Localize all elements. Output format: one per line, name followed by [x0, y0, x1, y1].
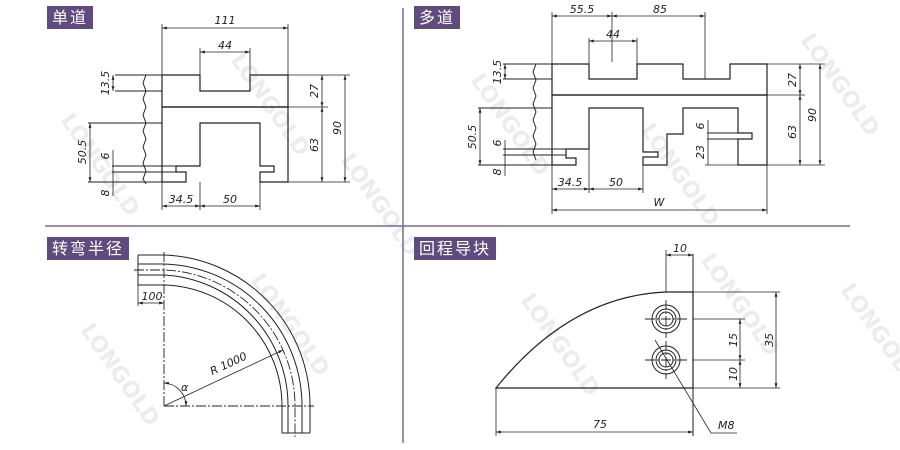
- dimension-label: 27: [308, 84, 321, 98]
- dimension-label: 44: [606, 28, 620, 41]
- dimension-label: 34.5: [169, 193, 194, 206]
- multi-track-profile: 55.5 85 44 27 63 90 13.5 50.5 6 8 6 23 3…: [466, 3, 825, 214]
- dimension-label: 50: [609, 176, 623, 189]
- dimension-label: LONGOLD: [335, 149, 424, 261]
- dimension-label: LONGOLD: [225, 49, 314, 161]
- mounting-hole: [645, 341, 687, 379]
- dimension-label: 100: [142, 290, 163, 303]
- dimension-label: 63: [308, 138, 321, 152]
- dimension-label: 35: [763, 333, 776, 347]
- dimension-label: 13.5: [491, 60, 504, 85]
- section-title-multi-track: 多道: [414, 6, 461, 29]
- dimension-label: 10: [673, 242, 687, 255]
- dimension-label: LONGOLD: [75, 319, 164, 431]
- section-title-single-track: 单道: [47, 6, 94, 29]
- dimension-label: 8: [491, 169, 504, 176]
- dimension-label: 27: [786, 73, 799, 87]
- return-guide-block-drawing: 10 15 10 35 75 M8: [494, 242, 780, 436]
- dimension-label: 13.5: [99, 71, 112, 96]
- dimension-label: LONGOLD: [515, 289, 604, 401]
- dim-44: 44: [218, 39, 232, 52]
- dimension-label: 50.5: [466, 125, 479, 150]
- mounting-hole: [645, 300, 687, 338]
- dimension-label: LONGOLD: [55, 109, 144, 221]
- dimension-label: 85: [653, 3, 667, 16]
- dimension-label: 23: [694, 145, 707, 159]
- radius-label: R 1000: [208, 350, 249, 378]
- dimension-label: 15: [727, 333, 740, 347]
- dimension-label: 6: [99, 153, 112, 160]
- watermark: LONGOLD LONGOLD LONGOLD LONGOLD LONGOLD …: [55, 29, 900, 431]
- dimension-label: 6: [694, 123, 707, 130]
- dim-111: 111: [215, 14, 236, 27]
- dimension-label: 6: [491, 140, 504, 147]
- thread-label: M8: [718, 419, 735, 432]
- section-title-bend-radius: 转弯半径: [47, 237, 130, 260]
- dimension-label: 75: [593, 418, 607, 431]
- bend-radius-drawing: 100 R 1000 α: [134, 252, 314, 437]
- dimension-label: 63: [786, 125, 799, 139]
- dimension-label: 55.5: [570, 3, 595, 16]
- dimension-label: 90: [331, 121, 344, 135]
- dimension-label: 34.5: [558, 176, 583, 189]
- dimension-label: LONGOLD: [245, 269, 334, 381]
- dimension-label: 10: [727, 367, 740, 381]
- dimension-label: LONGOLD: [835, 279, 900, 391]
- dimension-label: 90: [806, 108, 819, 122]
- dimension-label: LONGOLD: [635, 119, 724, 231]
- dimension-label: W: [654, 196, 666, 209]
- dimension-label: 8: [99, 190, 112, 197]
- dimension-label: α: [181, 381, 189, 394]
- section-title-return-guide: 回程导块: [414, 237, 497, 260]
- single-track-profile: 111 44 27 63 90 13.5 50.5 6 8 34.5 50: [76, 14, 350, 210]
- dimension-label: 50: [223, 193, 237, 206]
- dimension-label: LONGOLD: [795, 29, 884, 141]
- dimension-label: 50.5: [76, 140, 89, 165]
